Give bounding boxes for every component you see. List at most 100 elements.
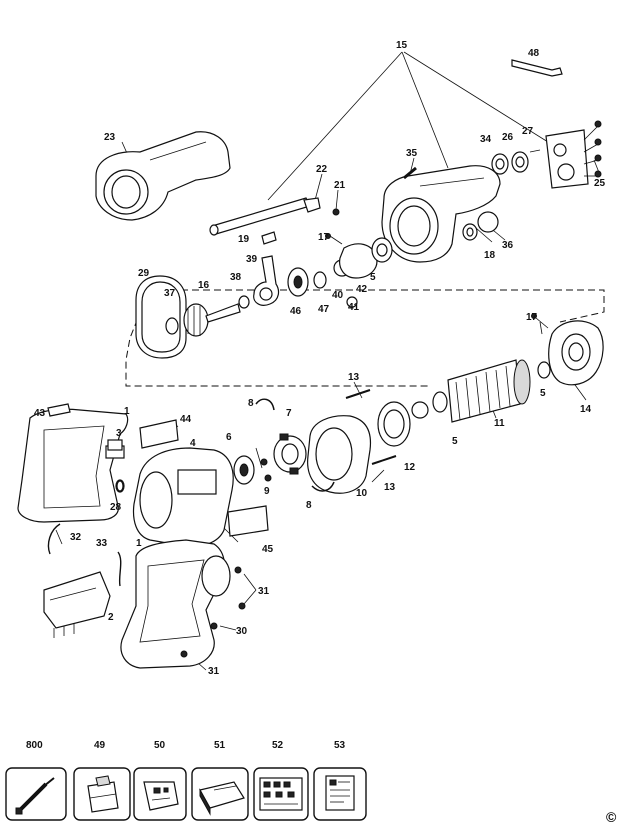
part-label: 27 bbox=[522, 126, 534, 137]
accessory-row: 800 49 50 bbox=[5, 740, 367, 821]
part-label: 29 bbox=[138, 268, 150, 279]
part-label: 4 bbox=[190, 438, 196, 449]
part-labels: 15 48 23 34 26 27 35 25 22 21 36 18 17 1… bbox=[34, 40, 606, 677]
part-label: 13 bbox=[348, 372, 360, 383]
charger-icon bbox=[199, 781, 245, 816]
bearings-46-47-40-41-42 bbox=[287, 233, 393, 308]
part-label: 8 bbox=[306, 500, 312, 511]
spindle-16 bbox=[165, 295, 250, 337]
part-label: 18 bbox=[484, 250, 496, 261]
part-label: 25 bbox=[594, 178, 606, 189]
part-label: 41 bbox=[348, 302, 360, 313]
part-label: 38 bbox=[230, 272, 242, 283]
part-label: 34 bbox=[480, 134, 492, 145]
brush-holder-7 bbox=[255, 398, 335, 492]
part-label: 40 bbox=[332, 290, 344, 301]
part-label: 15 bbox=[396, 40, 408, 51]
part-label: 21 bbox=[334, 180, 346, 191]
part-label: 9 bbox=[264, 486, 270, 497]
housing-left-1 bbox=[17, 403, 129, 523]
accessory-52: 52 bbox=[253, 740, 309, 821]
part-label: 5 bbox=[452, 436, 458, 447]
bearing-6-9 bbox=[233, 455, 272, 485]
leader-lines bbox=[55, 51, 601, 671]
pin-19 bbox=[261, 231, 277, 245]
part-label: 3 bbox=[116, 428, 122, 439]
part-label: 45 bbox=[262, 544, 274, 555]
part-label: 32 bbox=[70, 532, 82, 543]
gear-case-14 bbox=[531, 313, 604, 386]
yoke-39 bbox=[253, 255, 280, 306]
part-label: 19 bbox=[238, 234, 250, 245]
part-label: 26 bbox=[502, 132, 514, 143]
gasket-29 bbox=[135, 275, 187, 359]
part-label: 1 bbox=[124, 406, 130, 417]
labels-44-45 bbox=[139, 419, 269, 537]
shoe-23 bbox=[95, 131, 231, 221]
part-label: 1 bbox=[136, 538, 142, 549]
accessory-number: 52 bbox=[272, 740, 284, 751]
hex-key-48 bbox=[511, 59, 563, 77]
accessory-51: 51 bbox=[191, 740, 249, 821]
bushing-36-18 bbox=[462, 211, 499, 241]
part-label: 33 bbox=[96, 538, 108, 549]
part-label: 35 bbox=[406, 148, 418, 159]
accessory-number: 49 bbox=[94, 740, 106, 751]
info-label-icon bbox=[325, 775, 355, 811]
label-plate-icon bbox=[143, 781, 179, 811]
plunger-22 bbox=[209, 197, 340, 236]
accessory-50: 50 bbox=[133, 740, 187, 821]
part-label: 12 bbox=[404, 462, 416, 473]
part-label: 8 bbox=[248, 398, 254, 409]
part-label: 14 bbox=[580, 404, 592, 415]
accessory-800: 800 bbox=[5, 740, 67, 821]
part-label: 36 bbox=[502, 240, 514, 251]
part-label: 13 bbox=[384, 482, 396, 493]
part-label: 10 bbox=[356, 488, 368, 499]
part-label: 7 bbox=[286, 408, 292, 419]
part-label: 46 bbox=[290, 306, 302, 317]
part-label: 23 bbox=[104, 132, 116, 143]
part-label: 6 bbox=[226, 432, 232, 443]
switch-2 bbox=[43, 571, 111, 638]
part-label: 39 bbox=[246, 254, 258, 265]
accessory-number: 51 bbox=[214, 740, 226, 751]
part-label: 43 bbox=[34, 408, 46, 419]
housing-right-1 bbox=[120, 539, 246, 669]
motor-can-4 bbox=[132, 447, 234, 548]
part-label: 31 bbox=[258, 586, 270, 597]
part-label: 5 bbox=[540, 388, 546, 399]
part-label: 2 bbox=[108, 612, 114, 623]
part-label: 30 bbox=[236, 626, 248, 637]
part-label: 22 bbox=[316, 164, 328, 175]
part-label: 11 bbox=[494, 418, 505, 429]
baffle-12 bbox=[377, 401, 411, 447]
small-parts-3-28 bbox=[107, 439, 124, 492]
accessory-number: 53 bbox=[334, 740, 346, 751]
stator-10 bbox=[307, 389, 397, 494]
hose-icon bbox=[15, 777, 55, 815]
armature-11 bbox=[411, 359, 551, 423]
washers-34-26 bbox=[491, 149, 541, 175]
part-label: 17 bbox=[318, 232, 330, 243]
accessory-number: 50 bbox=[154, 740, 166, 751]
part-label: 5 bbox=[370, 272, 376, 283]
wiring-32-33 bbox=[47, 523, 122, 587]
battery-icon bbox=[87, 775, 119, 813]
copyright-mark: © bbox=[606, 809, 617, 825]
accessory-number: 800 bbox=[26, 740, 43, 751]
part-label: 48 bbox=[528, 48, 540, 59]
part-label: 42 bbox=[356, 284, 368, 295]
part-label: 31 bbox=[208, 666, 220, 677]
warning-label-icon bbox=[259, 777, 303, 811]
part-label: 37 bbox=[164, 288, 176, 299]
accessory-49: 49 bbox=[73, 740, 131, 821]
part-label: 44 bbox=[180, 414, 192, 425]
part-label: 28 bbox=[110, 502, 122, 513]
gear-housing-15 bbox=[381, 165, 501, 263]
part-label: 47 bbox=[318, 304, 330, 315]
blade-clamp-27 bbox=[545, 120, 602, 189]
screw-35 bbox=[403, 166, 417, 180]
